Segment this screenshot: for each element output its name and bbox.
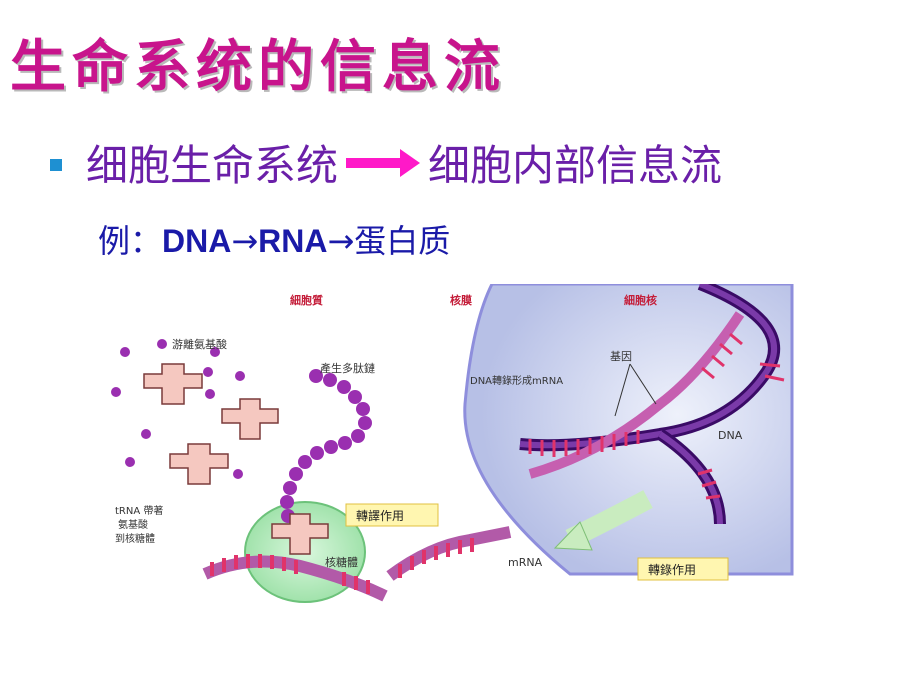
label-polypeptide: 產生多肽鏈 — [320, 361, 375, 375]
header-cytoplasm: 細胞質 — [290, 293, 323, 307]
polypeptide-chain — [280, 369, 372, 523]
label-trna-line3: 到核糖體 — [115, 532, 155, 545]
example-arrow-1: → — [231, 222, 259, 260]
mrna-codons — [210, 538, 474, 594]
example-prefix: 例： — [98, 222, 163, 260]
label-mrna: mRNA — [508, 556, 543, 569]
right-arrow-icon — [346, 148, 421, 177]
bullet-point: 细胞生命系统 细胞内部信息流 — [50, 132, 722, 193]
example-line: 例：DNA→RNA→蛋白质 — [98, 216, 450, 262]
gene-expression-diagram: 細胞質 核膜 細胞核 游離氨基酸 產生多肽鏈 基因 DNA轉錄形成mRNA DN… — [100, 278, 800, 629]
label-free-amino-acids: 游離氨基酸 — [172, 337, 227, 351]
tag-translation-box — [345, 503, 439, 527]
header-nuclear-membrane: 核膜 — [450, 293, 472, 307]
label-transcription-desc: DNA轉錄形成mRNA — [470, 374, 563, 387]
tag-transcription-box — [637, 557, 729, 581]
example-protein: 蛋白质 — [354, 222, 451, 260]
example-rna: RNA — [258, 223, 328, 259]
trna-molecules — [143, 363, 329, 555]
dna-base-pairs — [528, 332, 785, 500]
bullet-left-text: 细胞生命系统 — [86, 141, 339, 190]
header-nucleus: 細胞核 — [624, 293, 657, 307]
dna-strand-a-highlight — [519, 281, 777, 449]
label-trna-line2: 氨基酸 — [118, 518, 148, 531]
label-trna-line1: tRNA 帶著 — [115, 504, 163, 517]
label-gene: 基因 — [610, 350, 632, 363]
bullet-square-icon — [50, 158, 62, 171]
mrna-strand-cytoplasm-left — [202, 555, 388, 602]
bullet-right-text: 细胞内部信息流 — [428, 141, 723, 190]
transcription-arrow-head — [553, 521, 593, 551]
example-dna: DNA — [162, 223, 232, 259]
example-arrow-2: → — [327, 222, 355, 260]
label-dna: DNA — [718, 429, 743, 442]
label-ribosome: 核糖體 — [325, 555, 358, 569]
slide-title: 生命系统的信息流 — [10, 34, 506, 100]
diagram-illustration: 細胞質 核膜 細胞核 游離氨基酸 產生多肽鏈 基因 DNA轉錄形成mRNA DN… — [111, 278, 794, 603]
gene-pointer-lines — [614, 363, 657, 417]
tag-transcription: 轉錄作用 — [648, 562, 696, 577]
mrna-strand-in-nucleus — [528, 311, 745, 479]
tag-translation: 轉譯作用 — [356, 508, 404, 523]
dna-strand-b-highlight — [658, 431, 723, 525]
